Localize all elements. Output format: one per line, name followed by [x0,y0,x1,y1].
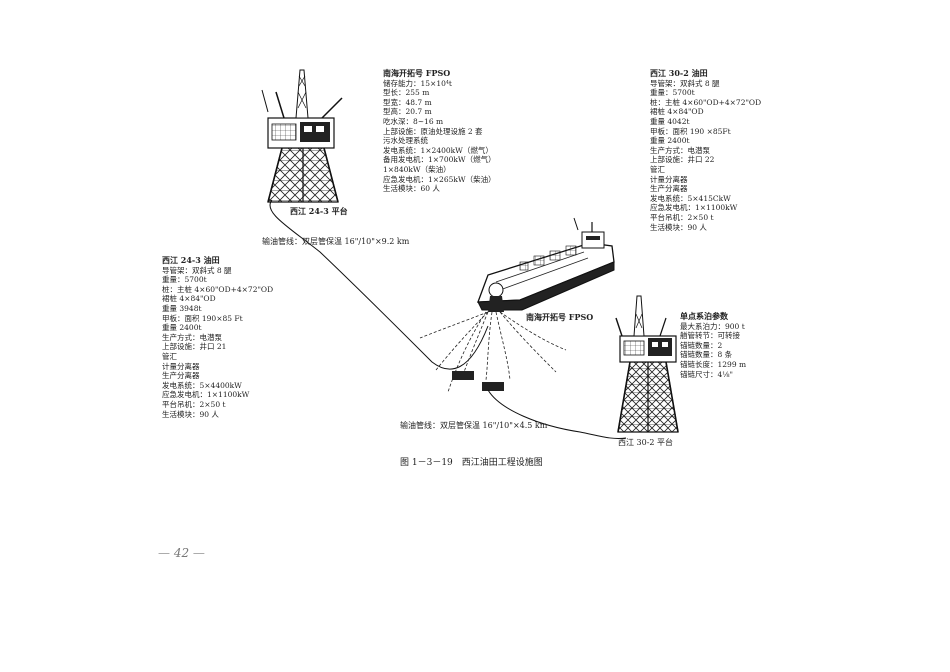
pipeline-lower-line [487,389,627,439]
xijiang-30-2-spec-line: 重量：5700t [650,88,695,98]
fpso-spec-line: 1×840kW（柴油） [383,164,451,174]
xijiang-24-3-spec-block: 西江 24-3 油田 导管架：双斜式 8 腿 重量：5700t 桩：主桩 4×6… [162,255,274,419]
xijiang-30-2-spec-line: 桩：主桩 4×60"OD+4×72"OD [650,97,762,107]
fpso-spec-line: 吃水深：8~16 m [383,116,444,126]
mooring-lines [419,311,567,393]
xijiang-24-3-spec-line: 管汇 [162,351,177,361]
fpso-spec-block: 南海开拓号 FPSO 储存能力：15×10⁴t 型长：255 m 型宽：48.7… [383,68,496,194]
fpso-spec-line: 污水处理系统 [383,136,428,146]
mooring-spec-block: 单点系泊参数 最大系泊力：900 t 艏管转节：可转接 锚链数量：2 锚链数量：… [680,311,747,379]
fpso-tanker-drawing [477,217,615,312]
xijiang-30-2-spec-line: 甲板：面积 190 ×85Ft [650,126,731,136]
platform-24-3-drawing [261,69,343,203]
anchor-block [452,371,474,380]
figure-caption: 图 1－3－19 西江油田工程设施图 [400,458,543,468]
xijiang-30-2-spec-line: 应急发电机：1×1100kW [650,203,738,213]
fpso-spec-title: 南海开拓号 FPSO [383,68,451,78]
xijiang-24-3-spec-line: 生活模块：90 人 [162,409,219,419]
mooring-spec-line: 艏管转节：可转接 [680,331,740,341]
xijiang-30-2-spec-title: 西江 30-2 油田 [650,68,708,78]
xijiang-30-2-spec-line: 生活模块：90 人 [650,222,707,232]
xijiang-30-2-spec-block: 西江 30-2 油田 导管架：双斜式 8 腿 重量：5700t 桩：主桩 4×6… [650,68,762,232]
mooring-spec-line: 锚链尺寸：4⅛" [680,369,733,379]
xijiang-24-3-spec-line: 上部设施：井口 21 [162,342,227,352]
page-number-area: — 42 — [158,546,205,560]
xijiang-24-3-spec-line: 平台吊机：2×50 t [162,399,226,409]
xijiang-30-2-spec-line: 发电系统：5×415CkW [650,193,731,203]
pipeline-lower-label: 输油管线：双层管保温 16"/10"×4.5 km [400,421,548,430]
fpso-label: 南海开拓号 FPSO [526,312,594,322]
xijiang-30-2-spec-line: 裙桩 4×84"OD [650,107,704,117]
xijiang-24-3-spec-line: 生产分离器 [162,371,200,381]
xijiang-30-2-spec-line: 生产分离器 [650,184,688,194]
fpso-spec-line: 储存能力：15×10⁴t [383,78,452,88]
fpso-spec-line: 生活模块：60 人 [383,184,440,194]
pipeline-upper-line [269,199,489,370]
fpso-spec-line: 应急发电机：1×265kW（柴油） [383,174,496,184]
xijiang-24-3-spec-line: 甲板：面积 190×85 Ft [162,313,243,323]
xijiang-24-3-spec-line: 应急发电机：1×1100kW [162,390,250,400]
fpso-spec-line: 上部设施：原油处理设施 2 套 [383,126,483,136]
anchor-block [482,382,504,391]
xijiang-30-2-spec-line: 重量 2400t [650,136,690,146]
xijiang-24-3-spec-line: 发电系统：5×4400kW [162,380,242,390]
xijiang-30-2-spec-line: 导管架：双斜式 8 腿 [650,78,720,88]
xijiang-30-2-spec-line: 重量 4042t [650,116,690,126]
mooring-spec-title: 单点系泊参数 [680,311,728,321]
xijiang-24-3-spec-line: 桩：主桩 4×60"OD+4×72"OD [162,284,274,294]
mooring-spec-line: 锚链数量：2 [680,340,723,350]
xijiang-24-3-spec-line: 重量 2400t [162,323,202,333]
xijiang-24-3-spec-title: 西江 24-3 油田 [162,255,220,265]
fpso-spec-line: 备用发电机：1×700kW（燃气） [383,155,496,165]
platform-30-2-drawing [615,295,679,433]
fpso-spec-line: 型高：20.7 m [383,107,432,117]
fpso-spec-line: 型宽：48.7 m [383,97,432,107]
page-number: 42 [173,546,190,560]
mooring-spec-line: 锚链数量：8 条 [680,350,733,360]
xijiang-30-2-spec-line: 计量分离器 [650,174,688,184]
xijiang-30-2-spec-line: 平台吊机：2×50 t [650,212,714,222]
fpso-spec-line: 型长：255 m [383,88,430,98]
xijiang-24-3-spec-line: 导管架：双斜式 8 腿 [162,265,232,275]
xijiang-30-2-spec-line: 管汇 [650,164,665,174]
xijiang-30-2-spec-line: 上部设施：井口 22 [650,155,715,165]
xijiang-24-3-spec-line: 计量分离器 [162,361,200,371]
fpso-spec-line: 发电系统：1×2400kW（燃气） [383,145,493,155]
xijiang-24-3-spec-line: 重量 3948t [162,303,202,313]
xijiang-30-2-spec-line: 生产方式：电潜泵 [650,145,710,155]
mooring-spec-line: 锚链长度：1299 m [680,359,747,369]
platform-30-2-label: 西江 30-2 平台 [618,438,674,447]
xijiang-24-3-spec-line: 重量：5700t [162,275,207,285]
platform-24-3-label: 西江 24-3 平台 [290,206,348,216]
xijiang-24-3-spec-line: 裙桩 4×84"OD [162,294,216,304]
pipeline-upper-label: 输油管线：双层管保温 16"/10"×9.2 km [262,237,410,246]
mooring-spec-line: 最大系泊力：900 t [680,321,745,331]
xijiang-24-3-spec-line: 生产方式：电潜泵 [162,332,222,342]
